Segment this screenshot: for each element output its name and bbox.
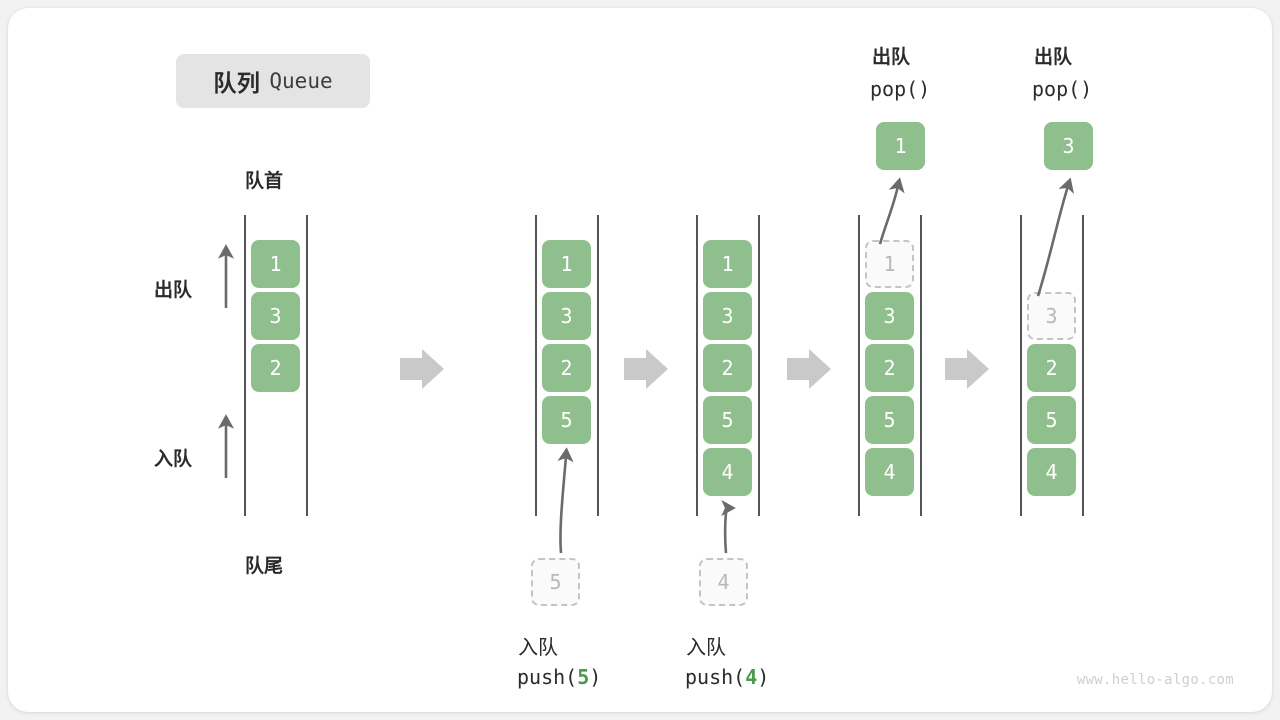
queue-rail-right-4 — [920, 215, 922, 516]
pop1-label-cn: 出队 — [872, 47, 911, 68]
queue-rail-left-5 — [1020, 215, 1022, 516]
queue-rail-right-2 — [597, 215, 599, 516]
pop2-label-call: pop() — [1032, 77, 1093, 101]
queue-rail-right-5 — [1082, 215, 1084, 516]
queue2-cell-0: 1 — [542, 240, 591, 288]
queue-rail-left-3 — [696, 215, 698, 516]
pop1-arrow — [878, 177, 905, 245]
pop1-label-call: pop() — [870, 77, 931, 101]
push5-call-suffix: ) — [589, 665, 602, 689]
push4-label-call: push(4) — [685, 665, 769, 689]
label-front: 队首 — [245, 171, 284, 192]
queue-rail-right-3 — [758, 215, 760, 516]
push4-arrow — [721, 500, 736, 554]
queue-rail-left-2 — [535, 215, 537, 516]
queue4-cell-4: 4 — [865, 448, 914, 496]
title-chinese: 队列 — [213, 70, 261, 96]
queue5-cell-1: 3 — [1027, 292, 1076, 340]
pop3-arrow — [1036, 177, 1074, 297]
watermark: www.hello-algo.com — [1076, 672, 1234, 688]
diagram-card: 队列 Queue 队首 队尾 出队 入队 出队 pop() 出队 pop() 1… — [8, 8, 1272, 712]
queue1-cell-2: 2 — [251, 344, 300, 392]
queue5-cell-2: 2 — [1027, 344, 1076, 392]
flow-separator-arrow-1 — [400, 349, 444, 389]
flow-separator-arrow-3 — [787, 349, 831, 389]
push5-label-call: push(5) — [517, 665, 601, 689]
queue4-cell-3: 5 — [865, 396, 914, 444]
label-dequeue: 出队 — [154, 280, 193, 301]
queue4-cell-2: 2 — [865, 344, 914, 392]
push4-call-prefix: push( — [685, 665, 746, 689]
title-badge: 队列 Queue — [176, 54, 370, 108]
push5-arrow — [557, 447, 574, 554]
queue2-cell-2: 2 — [542, 344, 591, 392]
queue3-cell-1: 3 — [703, 292, 752, 340]
push4-call-value: 4 — [745, 665, 758, 689]
push5-call-prefix: push( — [517, 665, 578, 689]
queue3-cell-3: 5 — [703, 396, 752, 444]
queue4-cell-0: 1 — [865, 240, 914, 288]
queue2-cell-3: 5 — [542, 396, 591, 444]
queue5-cell-4: 4 — [1027, 448, 1076, 496]
label-rear: 队尾 — [245, 556, 284, 577]
queue-rail-right-1 — [306, 215, 308, 516]
push5-call-value: 5 — [577, 665, 590, 689]
push5-ghost-cell: 5 — [531, 558, 580, 606]
queue5-cell-3: 5 — [1027, 396, 1076, 444]
push4-label-cn: 入队 — [686, 637, 726, 659]
queue3-cell-2: 2 — [703, 344, 752, 392]
title-english: Queue — [269, 69, 333, 93]
queue4-cell-1: 3 — [865, 292, 914, 340]
pop2-label-cn: 出队 — [1034, 47, 1073, 68]
queue3-cell-4: 4 — [703, 448, 752, 496]
flow-separator-arrow-2 — [624, 349, 668, 389]
queue3-cell-0: 1 — [703, 240, 752, 288]
queue1-cell-0: 1 — [251, 240, 300, 288]
popped-cell-3: 3 — [1044, 122, 1093, 170]
queue2-cell-1: 3 — [542, 292, 591, 340]
queue-rail-left-1 — [244, 215, 246, 516]
popped-cell-1: 1 — [876, 122, 925, 170]
flow-separator-arrow-4 — [945, 349, 989, 389]
push4-ghost-cell: 4 — [699, 558, 748, 606]
push5-label-cn: 入队 — [518, 637, 558, 659]
queue1-cell-1: 3 — [251, 292, 300, 340]
push4-call-suffix: ) — [757, 665, 770, 689]
label-enqueue: 入队 — [154, 449, 193, 470]
arrow-overlay — [217, 177, 1074, 554]
queue-rail-left-4 — [858, 215, 860, 516]
